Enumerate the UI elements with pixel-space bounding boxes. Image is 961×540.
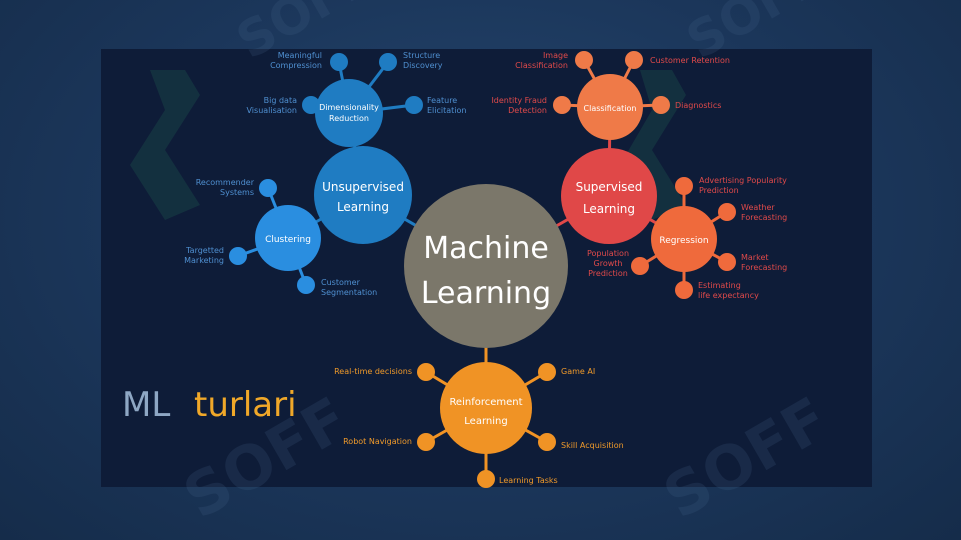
reinforcement-line2: Learning xyxy=(464,416,507,427)
leaf-dot-customer-segmentation xyxy=(297,276,315,294)
leaf-dot-game-ai xyxy=(538,363,556,381)
node-regression xyxy=(651,206,717,272)
supervised-line2: Learning xyxy=(583,202,635,216)
node-classification xyxy=(577,74,643,140)
leaf-label: Customer Retention xyxy=(650,56,730,65)
clustering-label: Clustering xyxy=(265,235,311,245)
leaf-label: Classification xyxy=(515,61,568,70)
leaf-label: Weather xyxy=(741,203,775,212)
leaf-label: Market xyxy=(741,253,769,262)
leaf-label: Meaningful xyxy=(278,51,322,60)
leaf-label: Segmentation xyxy=(321,288,377,297)
leaf-dot-life-expectancy xyxy=(675,281,693,299)
node-unsupervised-learning xyxy=(314,146,412,244)
leaf-label: Visualisation xyxy=(247,106,298,115)
leaf-dot-realtime xyxy=(417,363,435,381)
center-line2: Learning xyxy=(421,276,551,311)
leaf-dot-targetted-marketing xyxy=(229,247,247,265)
leaf-dot-feature-elicitation xyxy=(405,96,423,114)
leaf-dot-market xyxy=(718,253,736,271)
leaf-dot-identity-fraud xyxy=(553,96,571,114)
leaf-label: Forecasting xyxy=(741,213,787,222)
dim-line2: Reduction xyxy=(329,114,369,123)
leaf-label: Structure xyxy=(403,51,440,60)
leaf-label: Advertising Popularity xyxy=(699,176,787,185)
leaf-label: Compression xyxy=(270,61,322,70)
leaf-dot-recommender xyxy=(259,179,277,197)
leaf-label: Discovery xyxy=(403,61,443,70)
node-reinforcement-learning xyxy=(440,362,532,454)
unsupervised-line2: Learning xyxy=(337,200,389,214)
leaf-dot-customer-retention xyxy=(625,51,643,69)
leaf-label: Big data xyxy=(264,96,297,105)
leaf-label: Growth xyxy=(594,259,623,268)
leaf-label: Image xyxy=(543,51,568,60)
regression-label: Regression xyxy=(659,236,708,246)
leaf-dot-weather xyxy=(718,203,736,221)
leaf-dot-robot-navigation xyxy=(417,433,435,451)
leaf-label: Diagnostics xyxy=(675,101,721,110)
leaf-dot-population xyxy=(631,257,649,275)
leaf-label: Game AI xyxy=(561,367,595,376)
leaf-label: Customer xyxy=(321,278,361,287)
leaf-label: Prediction xyxy=(699,186,739,195)
leaf-label: Systems xyxy=(220,188,254,197)
svg-text:SOFF: SOFF xyxy=(653,384,841,533)
leaf-dot-skill-acquisition xyxy=(538,433,556,451)
node-supervised-learning xyxy=(561,148,657,244)
leaf-dot-meaningful-compression xyxy=(330,53,348,71)
leaf-label: Population xyxy=(587,249,629,258)
leaf-dot-image-classification xyxy=(575,51,593,69)
leaf-dot-diagnostics xyxy=(652,96,670,114)
leaf-label: Learning Tasks xyxy=(499,476,558,485)
node-machine-learning xyxy=(404,184,568,348)
leaf-label: Identity Fraud xyxy=(491,96,547,105)
leaf-dot-learning-tasks xyxy=(477,470,495,488)
unsupervised-line1: Unsupervised xyxy=(322,180,404,194)
leaf-label: Real-time decisions xyxy=(334,367,412,376)
reinforcement-line1: Reinforcement xyxy=(449,397,522,408)
leaf-label: Recommender xyxy=(196,178,255,187)
title-part1: ML xyxy=(122,385,170,425)
node-clustering xyxy=(255,205,321,271)
node-dimensionality-reduction xyxy=(315,79,383,147)
leaf-label: Elicitation xyxy=(427,106,466,115)
title-part2: turlari xyxy=(194,385,297,425)
center-line1: Machine xyxy=(423,231,549,266)
leaf-label: life expectancy xyxy=(698,291,759,300)
leaf-label: Estimating xyxy=(698,281,741,290)
leaf-label: Forecasting xyxy=(741,263,787,272)
leaf-label: Feature xyxy=(427,96,457,105)
supervised-line1: Supervised xyxy=(576,180,643,194)
leaf-dot-advertising xyxy=(675,177,693,195)
dim-line1: Dimensionality xyxy=(319,103,379,112)
leaf-label: Robot Navigation xyxy=(343,437,412,446)
classification-label: Classification xyxy=(584,104,637,113)
leaf-label: Targetted xyxy=(185,246,224,255)
leaf-label: Detection xyxy=(508,106,547,115)
leaf-label: Marketing xyxy=(184,256,224,265)
leaf-label: Skill Acquisition xyxy=(561,441,624,450)
leaf-dot-structure-discovery xyxy=(379,53,397,71)
leaf-label: Prediction xyxy=(588,269,628,278)
